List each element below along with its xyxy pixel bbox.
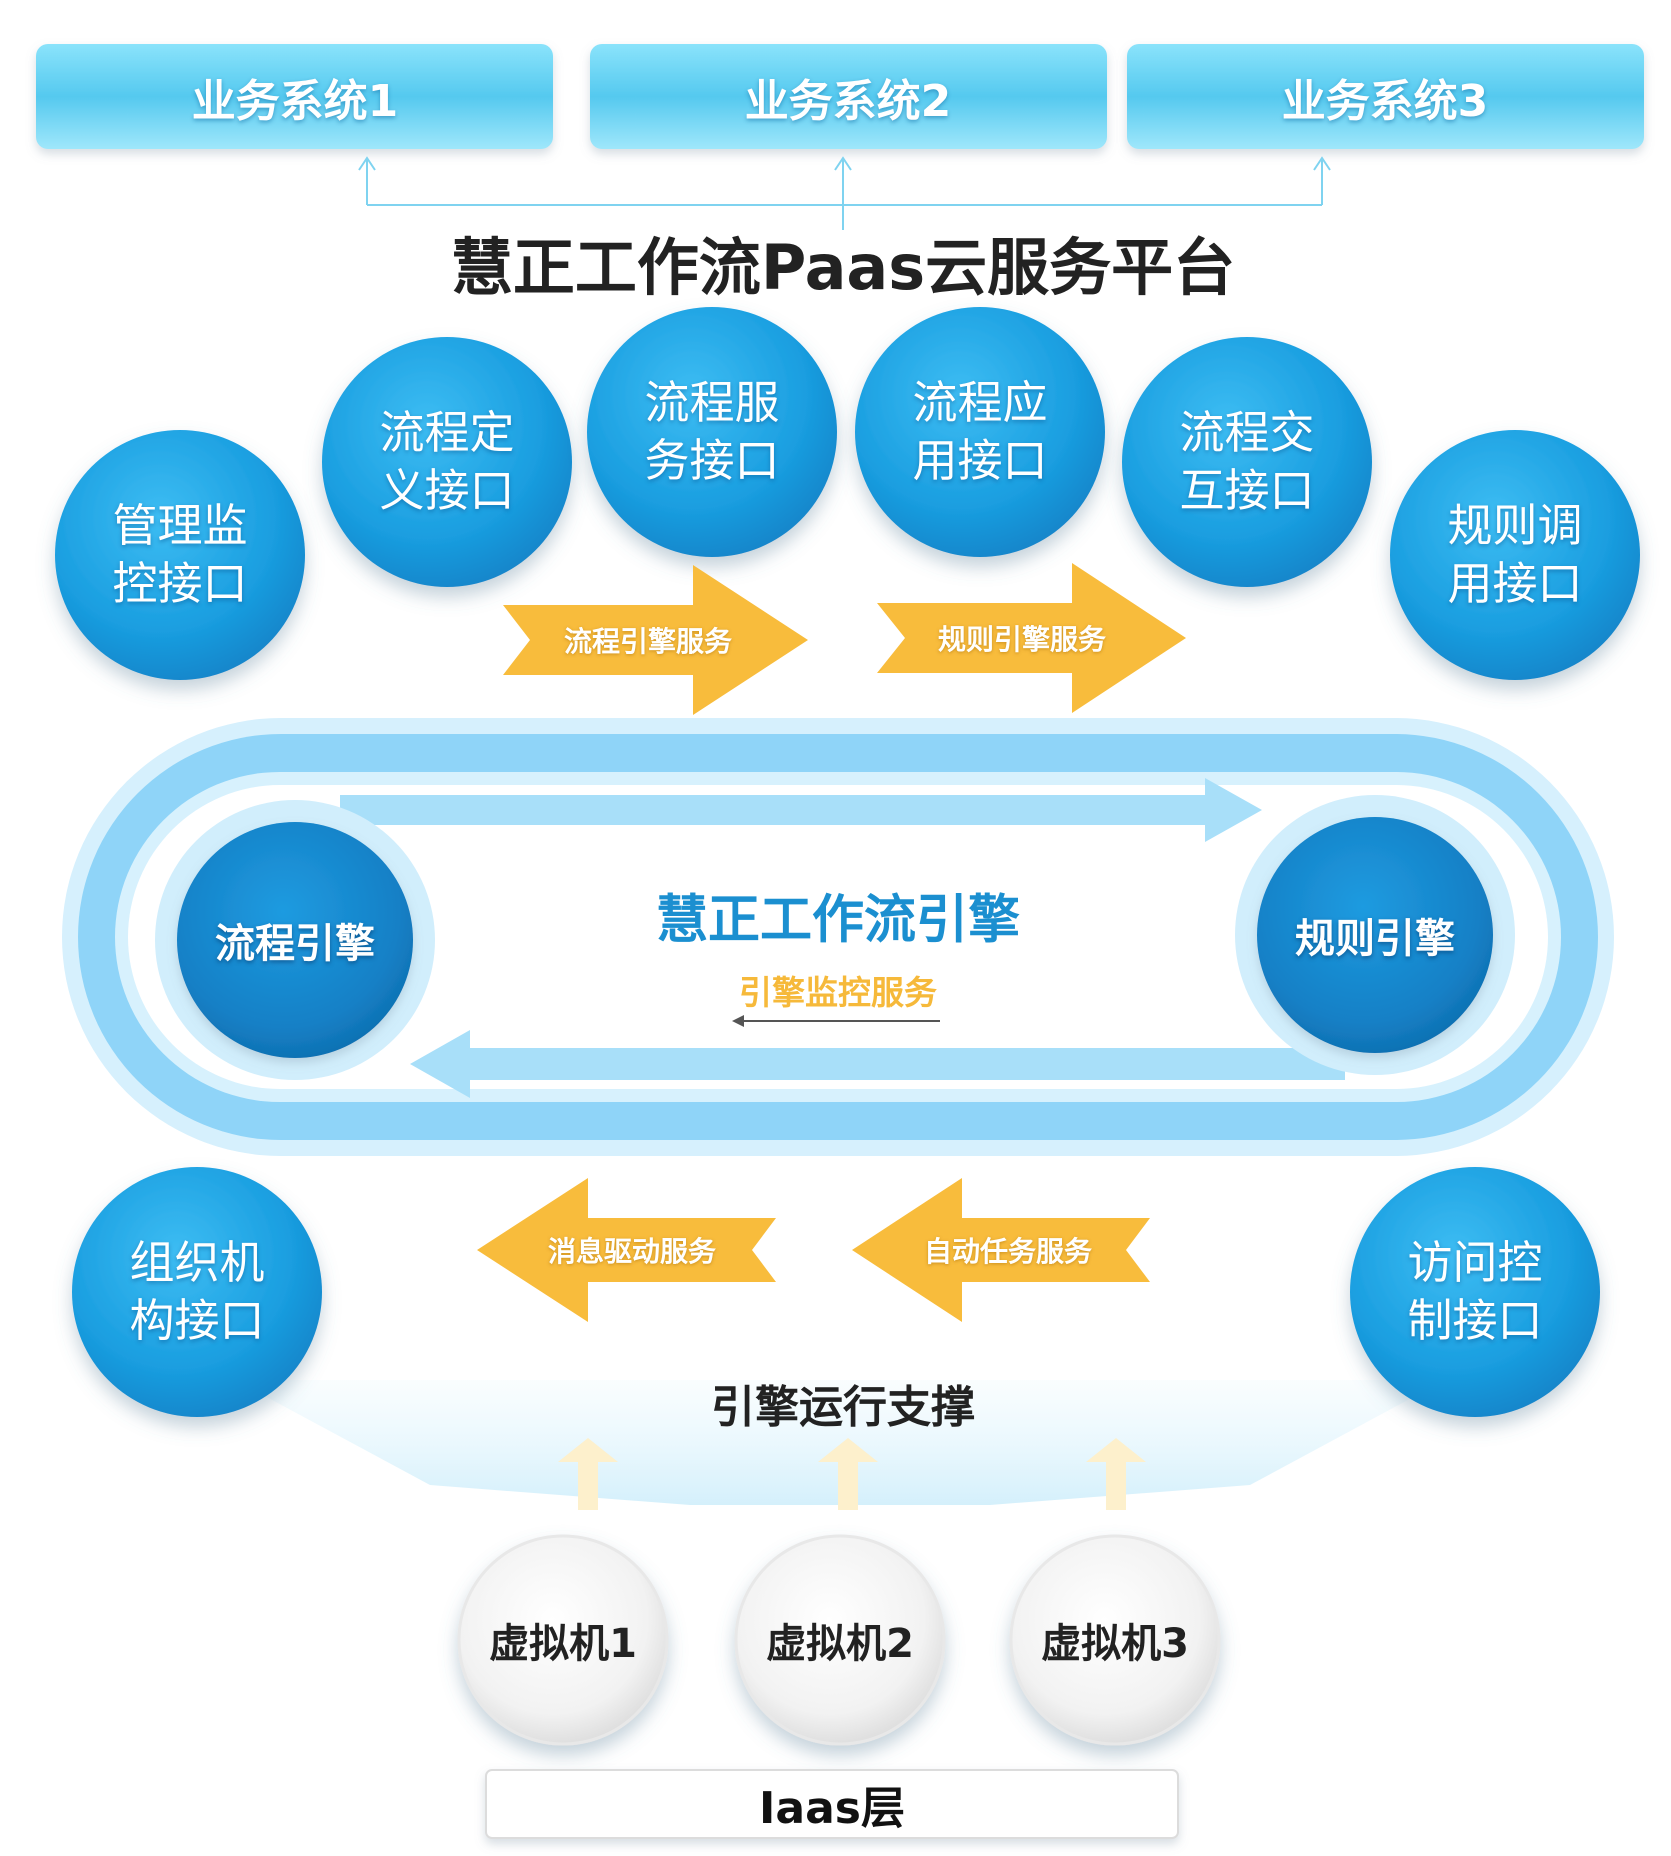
process-engine-service-arrow[interactable] — [503, 565, 808, 715]
forward-flow-arrow — [340, 778, 1262, 842]
interface-label-rule: 规则调 用接口 — [1447, 499, 1583, 610]
rule-engine-label: 规则引擎 — [1295, 916, 1455, 962]
interface-label-application: 流程应 用接口 — [912, 376, 1048, 487]
engine-ring — [62, 718, 1614, 1156]
rule-engine-core[interactable] — [1257, 817, 1493, 1053]
bottom-interface-circles — [72, 1167, 1600, 1417]
business-system-boxes — [36, 44, 1644, 149]
interface-circle-management[interactable] — [55, 430, 305, 680]
business-system-1-label: 业务系统1 — [191, 76, 399, 127]
support-title: 引擎运行支撑 — [711, 1382, 975, 1433]
rule-engine-service-arrow[interactable] — [877, 563, 1186, 713]
engine-monitor-label: 引擎监控服务 — [739, 973, 937, 1012]
process-engine-core[interactable] — [177, 822, 413, 1058]
virtual-machine-1-label: 虚拟机1 — [489, 1621, 637, 1667]
interface-circle-interaction[interactable] — [1122, 337, 1372, 587]
virtual-machine-1-circle[interactable] — [457, 1534, 669, 1746]
engine-title: 慧正工作流引擎 — [655, 890, 1021, 951]
message-driven-service-label: 消息驱动服务 — [547, 1235, 717, 1268]
left-service-arrows — [477, 1178, 1150, 1322]
interface-circle-rule[interactable] — [1390, 430, 1640, 680]
iaas-layer-label: Iaas层 — [759, 1783, 905, 1834]
interface-label-interaction: 流程交 互接口 — [1179, 406, 1315, 517]
process-engine-service-label: 流程引擎服务 — [563, 625, 733, 658]
process-engine-label: 流程引擎 — [215, 921, 375, 967]
interface-label-organization: 组织机 构接口 — [129, 1236, 265, 1347]
auto-task-service-label: 自动任务服务 — [923, 1235, 1093, 1268]
support-funnel — [235, 1380, 1445, 1505]
platform-title: 慧正工作流Paas云服务平台 — [450, 231, 1236, 304]
interface-label-management: 管理监 控接口 — [112, 499, 248, 610]
interface-circle-service[interactable] — [587, 307, 837, 557]
business-system-1-box[interactable] — [36, 44, 553, 149]
virtual-machine-3-circle[interactable] — [1009, 1534, 1221, 1746]
interface-circle-organization[interactable] — [72, 1167, 322, 1417]
business-system-2-box[interactable] — [590, 44, 1107, 149]
business-system-2-label: 业务系统2 — [744, 76, 952, 127]
top-interface-circles — [55, 307, 1640, 680]
auto-task-service-arrow[interactable] — [852, 1178, 1150, 1322]
virtual-machine-2-circle[interactable] — [734, 1534, 946, 1746]
iaas-layer-bar[interactable] — [485, 1769, 1179, 1839]
interface-label-definition: 流程定 义接口 — [379, 406, 515, 517]
virtual-machine-2-label: 虚拟机2 — [766, 1621, 914, 1667]
interface-circle-application[interactable] — [855, 307, 1105, 557]
right-service-arrows — [503, 563, 1186, 715]
interface-label-access: 访问控 制接口 — [1407, 1236, 1543, 1347]
interface-circle-definition[interactable] — [322, 337, 572, 587]
virtual-machine-circles — [457, 1534, 1221, 1746]
business-system-3-box[interactable] — [1127, 44, 1644, 149]
virtual-machine-3-label: 虚拟机3 — [1041, 1621, 1189, 1667]
support-up-arrows — [558, 1438, 1146, 1510]
interface-circle-access[interactable] — [1350, 1167, 1600, 1417]
interface-label-service: 流程服 务接口 — [644, 376, 780, 487]
message-driven-service-arrow[interactable] — [477, 1178, 776, 1322]
rule-engine-service-label: 规则引擎服务 — [937, 623, 1107, 656]
system-connectors — [358, 156, 1331, 230]
business-system-3-label: 业务系统3 — [1281, 76, 1489, 127]
return-flow-arrow — [410, 1030, 1345, 1098]
